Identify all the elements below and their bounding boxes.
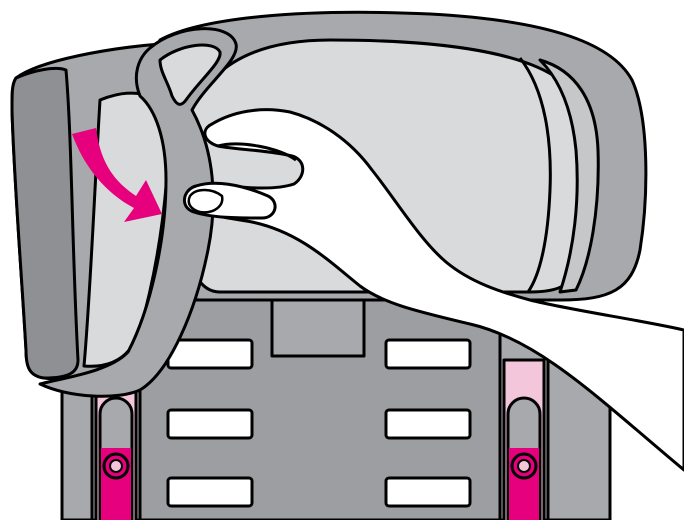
thumbnail — [189, 190, 223, 212]
belt-slot — [386, 410, 470, 438]
right-adjustment-rail — [504, 360, 544, 520]
belt-slot — [168, 340, 252, 368]
belt-slot — [386, 478, 470, 506]
belt-slot — [168, 410, 252, 438]
belt-slot — [386, 340, 470, 368]
belt-slot — [168, 478, 252, 506]
